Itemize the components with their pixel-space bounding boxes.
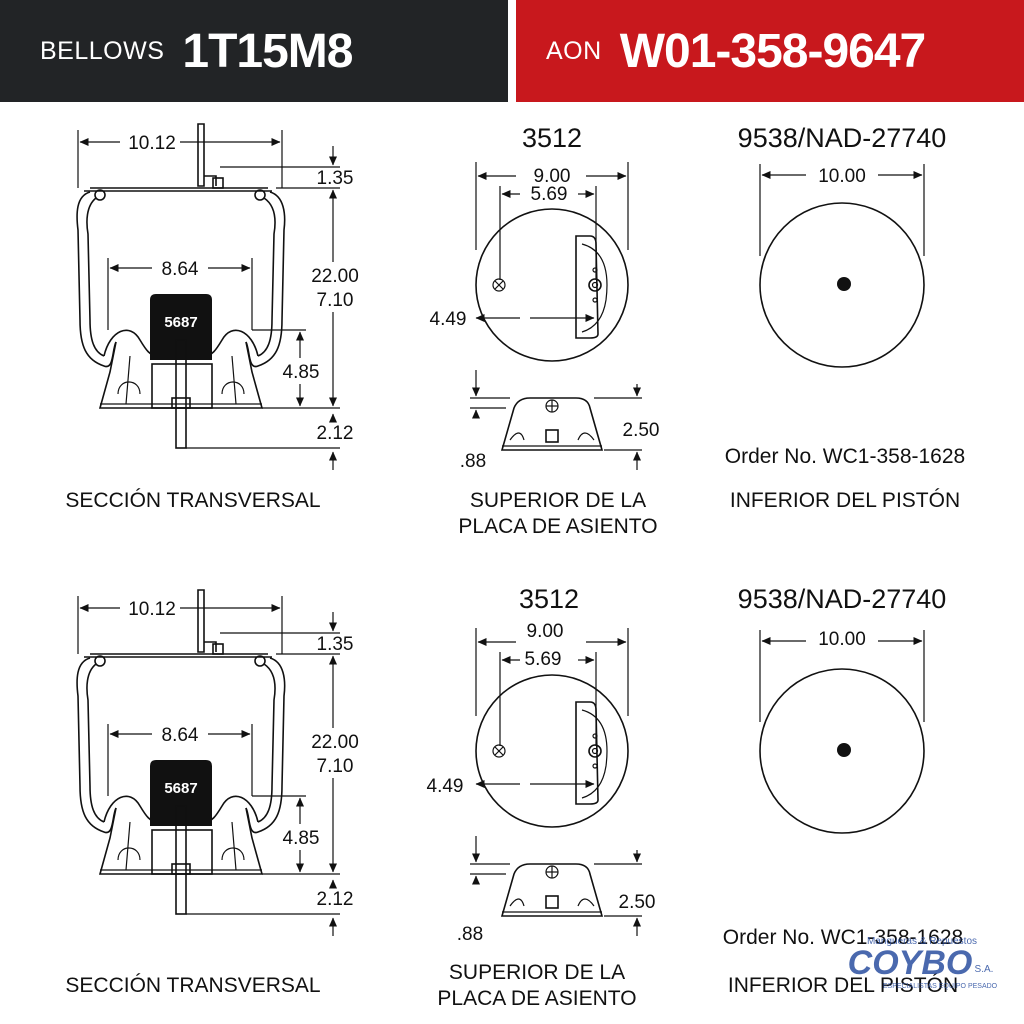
caption-plate-line1: SUPERIOR DE LA xyxy=(470,489,646,512)
dim-plate-height: 2.50 xyxy=(623,420,660,441)
cross-section-diagram xyxy=(77,124,340,470)
header-aon: AON W01-358-9647 xyxy=(516,0,1024,102)
dim-plate-bolt: 5.69 xyxy=(525,649,562,670)
dim-inner-width: 8.64 xyxy=(162,725,199,746)
caption-piston: INFERIOR DEL PISTÓN xyxy=(730,489,960,512)
dim-plate-bolt: 5.69 xyxy=(531,184,568,205)
dim-top-offset: 1.35 xyxy=(317,634,354,655)
logo-tagline-bottom: ESPECIALISTAS EQUIPO PESADO xyxy=(883,983,998,990)
logo-suffix: S.A. xyxy=(975,964,994,975)
aon-value: W01-358-9647 xyxy=(619,24,927,78)
dim-plate-offset: 4.49 xyxy=(427,776,464,797)
dim-top-offset: 1.35 xyxy=(317,168,354,189)
piston-title: 9538/NAD-27740 xyxy=(738,584,947,614)
dim-plate-height: 2.50 xyxy=(619,892,656,913)
bellows-label: BELLOWS xyxy=(40,36,165,65)
caption-cross-section: SECCIÓN TRANSVERSAL xyxy=(65,974,320,997)
dim-stud: 2.12 xyxy=(317,423,354,444)
caption-plate-line2: PLACA DE ASIENTO xyxy=(458,515,657,538)
dim-stud: 2.12 xyxy=(317,889,354,910)
dim-plate-offset: 4.49 xyxy=(430,309,467,330)
caption-plate-line2: PLACA DE ASIENTO xyxy=(437,987,636,1010)
piston-bottom-diagram xyxy=(760,630,924,833)
panel-2: 10.12 1.35 8.64 22.00 7.10 4.85 2.12 568… xyxy=(65,584,963,1010)
seat-plate-diagram xyxy=(470,628,642,936)
dim-plate-diameter: 9.00 xyxy=(527,621,564,642)
dim-plate-diameter: 9.00 xyxy=(534,166,571,187)
piston-bottom-diagram xyxy=(760,164,924,367)
panel-1: 10.12 1.35 8.64 22.00 7.10 4.85 2.12 568… xyxy=(65,123,965,538)
dim-piston: 4.85 xyxy=(283,828,320,849)
caption-cross-section: SECCIÓN TRANSVERSAL xyxy=(65,489,320,512)
plate-title: 3512 xyxy=(522,123,582,153)
aon-label: AON xyxy=(546,36,602,65)
dim-plate-base: .88 xyxy=(457,924,483,945)
logo-brand: COYBO xyxy=(848,944,973,982)
bellows-value: 1T15M8 xyxy=(182,24,353,78)
order-number: Order No. WC1-358-1628 xyxy=(723,926,963,949)
seat-plate-diagram xyxy=(470,162,642,470)
dim-height-max: 22.00 xyxy=(311,732,359,753)
piston-label: 5687 xyxy=(164,780,197,797)
logo-tagline-top: Mangueras & Repuestos xyxy=(867,936,977,947)
piston-title: 9538/NAD-27740 xyxy=(738,123,947,153)
order-number: Order No. WC1-358-1628 xyxy=(725,445,965,468)
dim-plate-base: .88 xyxy=(460,451,486,472)
dim-piston-diameter: 10.00 xyxy=(818,166,866,187)
header-bellows: BELLOWS 1T15M8 xyxy=(0,0,508,102)
cross-section-diagram xyxy=(77,590,340,936)
dim-height-min: 7.10 xyxy=(317,756,354,777)
dim-piston-diameter: 10.00 xyxy=(818,629,866,650)
dim-inner-width: 8.64 xyxy=(162,259,199,280)
coybo-logo: Mangueras & Repuestos COYBO S.A. ESPECIA… xyxy=(848,936,998,990)
dim-height-min: 7.10 xyxy=(317,290,354,311)
dim-top-width: 10.12 xyxy=(128,599,176,620)
caption-piston: INFERIOR DEL PISTÓN xyxy=(728,974,958,997)
piston-label: 5687 xyxy=(164,314,197,331)
dim-piston: 4.85 xyxy=(283,362,320,383)
dim-top-width: 10.12 xyxy=(128,133,176,154)
plate-title: 3512 xyxy=(519,584,579,614)
caption-plate-line1: SUPERIOR DE LA xyxy=(449,961,625,984)
dim-height-max: 22.00 xyxy=(311,266,359,287)
